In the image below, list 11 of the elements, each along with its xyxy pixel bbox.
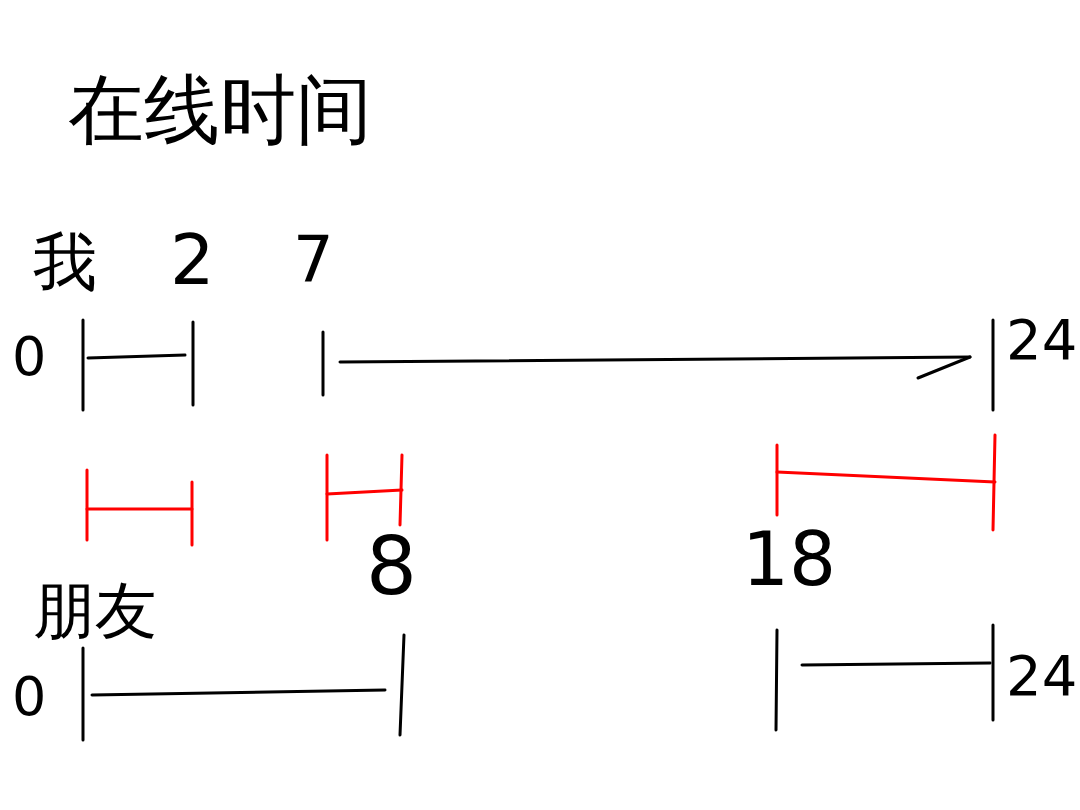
time-label: 2 <box>170 225 215 295</box>
time-label: 24 <box>1006 312 1078 368</box>
title: 在线时间 <box>68 72 372 148</box>
person-label: 朋友 <box>33 580 157 642</box>
time-label: 7 <box>293 228 334 292</box>
time-label: 18 <box>742 522 837 596</box>
time-label: 0 <box>12 670 47 724</box>
time-label: 24 <box>1006 648 1078 704</box>
person-label: 我 <box>33 230 97 294</box>
time-label: 0 <box>12 330 47 384</box>
time-label: 8 <box>366 527 417 607</box>
